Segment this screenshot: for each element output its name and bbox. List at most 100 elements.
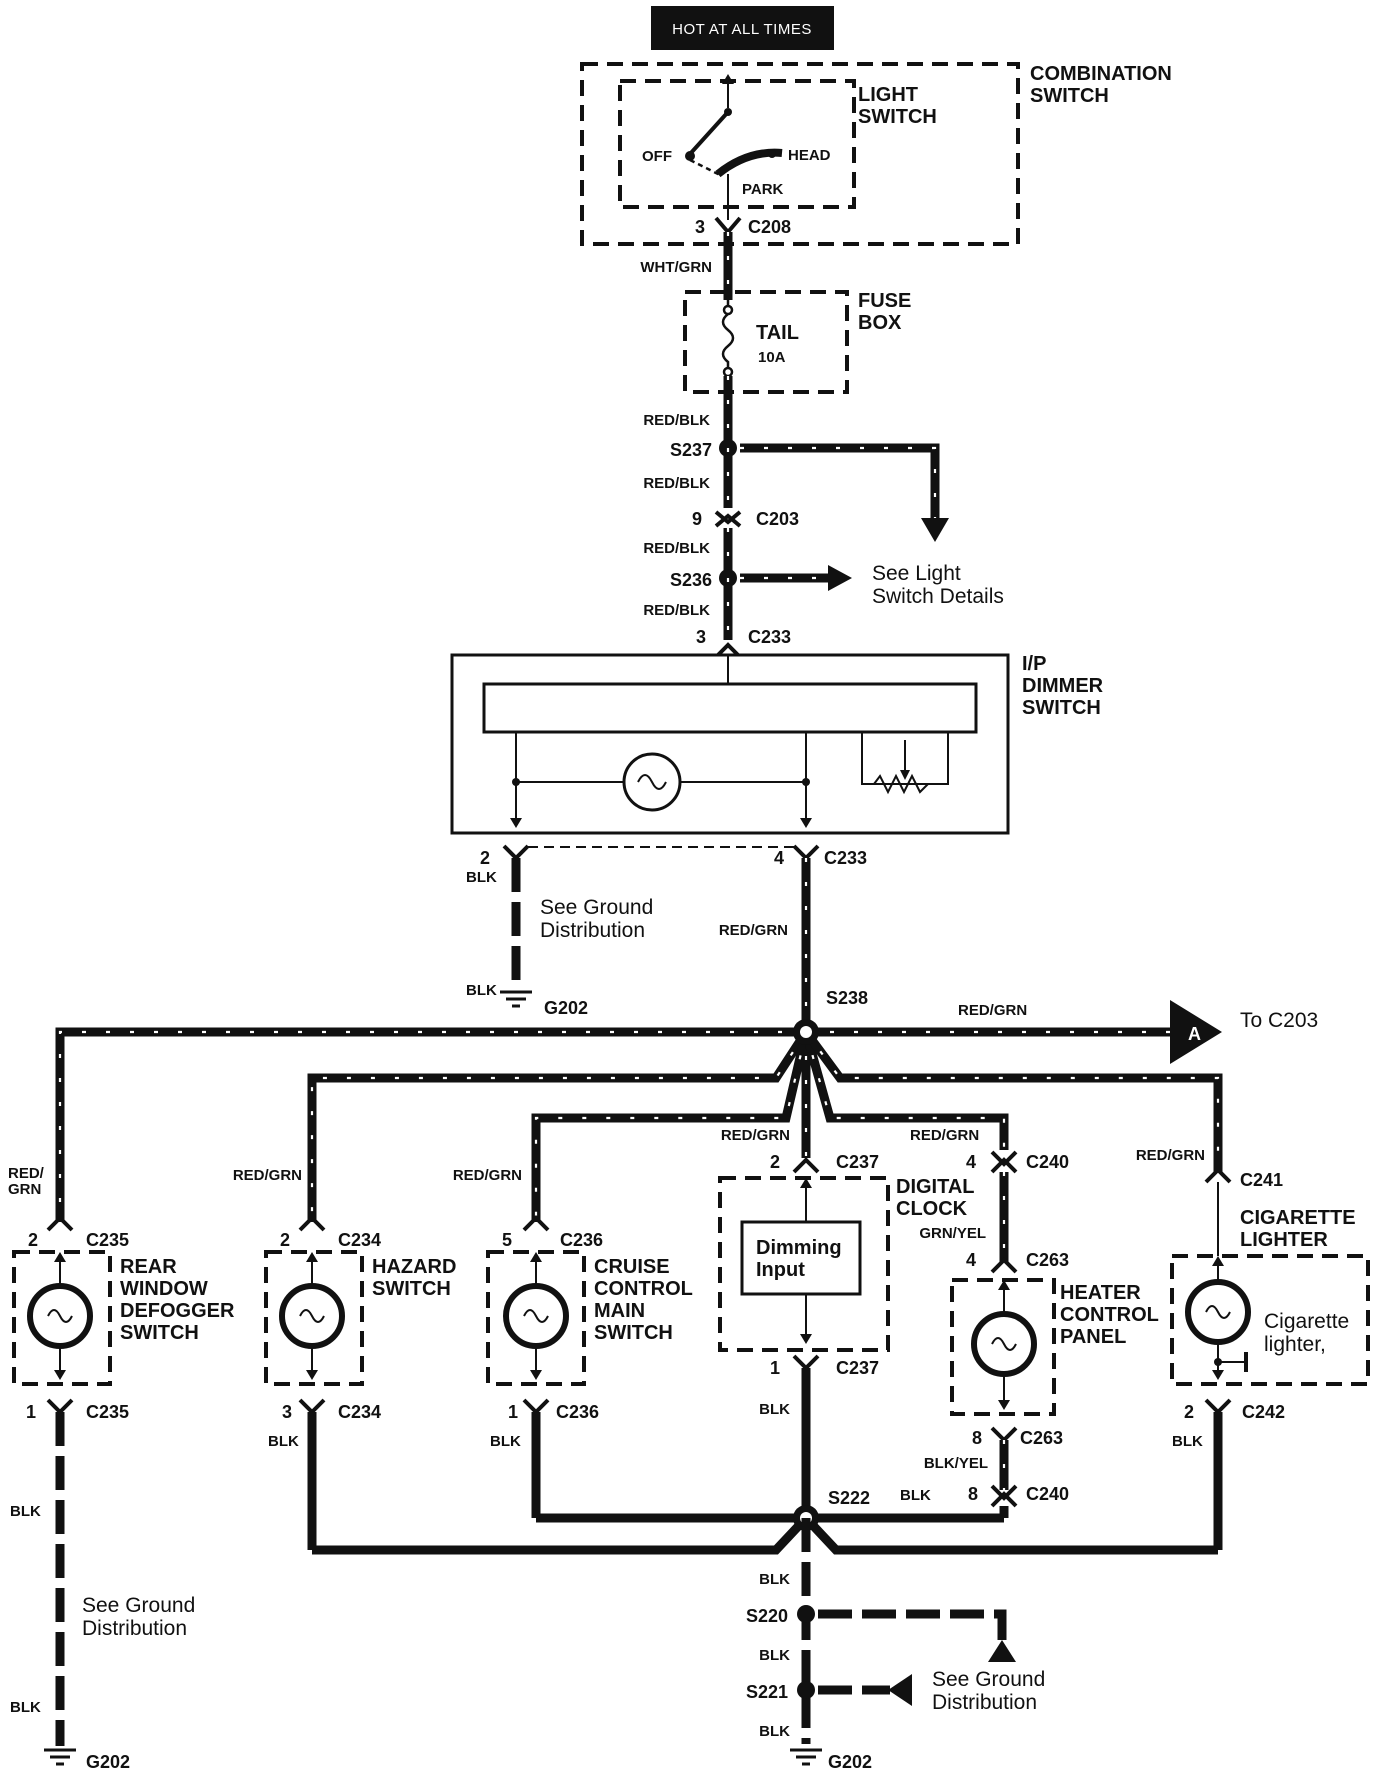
arrow-s221-ground: [888, 1674, 912, 1706]
wire-blk-dimmer: BLK: [466, 869, 497, 886]
wire-blk-clock: BLK: [759, 1401, 790, 1418]
wire-red-grn-main: RED/GRN: [719, 922, 788, 939]
wire-blk-lighter: BLK: [1172, 1433, 1203, 1450]
digital-clock-box: [718, 1176, 890, 1352]
label-g202-bottom: G202: [828, 1752, 872, 1772]
heater-control-panel-box: [950, 1278, 1056, 1416]
arrow-s236-branch: [828, 565, 852, 591]
hot-at-all-times-label: HOT AT ALL TIMES: [672, 21, 812, 38]
wire-red-grn-clock: RED/GRN: [721, 1127, 790, 1144]
label-c235-bottom: C235: [86, 1402, 129, 1422]
wire-blk-g202-top: BLK: [466, 982, 497, 999]
label-c233-bottom: C233: [824, 848, 867, 868]
switch-off-label: OFF: [642, 148, 672, 165]
pin-c235-2: 2: [28, 1230, 38, 1250]
wire-red-grn-cruise: RED/GRN: [453, 1167, 522, 1184]
wire-blk-defogger-1: BLK: [10, 1503, 41, 1520]
wire-red-grn-to-c203: RED/GRN: [958, 1002, 1027, 1019]
wire-blk-s222-s220: BLK: [759, 1571, 790, 1588]
pin-c233-4: 4: [774, 848, 784, 868]
label-s236: S236: [670, 570, 712, 590]
pin-c237-1: 1: [770, 1358, 780, 1378]
pin-c234-3: 3: [282, 1402, 292, 1422]
label-c234-top: C234: [338, 1230, 381, 1250]
pin-c203-9: 9: [692, 509, 702, 529]
wire-blk-s220-s221: BLK: [759, 1647, 790, 1664]
connector-c233-top: [716, 642, 740, 657]
rheostat-icon: [861, 732, 949, 785]
wire-blk-cruise: BLK: [490, 1433, 521, 1450]
wire-red-blk-1: RED/BLK: [643, 412, 710, 429]
fuse-box: [683, 290, 849, 394]
cruise-switch-box: [486, 1250, 586, 1386]
switch-blade: [688, 110, 730, 156]
wire-red-grn-hazard: RED/GRN: [233, 1167, 302, 1184]
splice-s221: [797, 1681, 815, 1699]
pin-c263-8: 8: [972, 1428, 982, 1448]
connector-c208: [714, 216, 742, 236]
wire-red-grn-lighter: RED/GRN: [1136, 1147, 1205, 1164]
pin-c240-8: 8: [968, 1484, 978, 1504]
wire-red-blk-2: RED/BLK: [643, 475, 710, 492]
light-switch-box: [618, 79, 856, 209]
label-c237-top: C237: [836, 1152, 879, 1172]
label-c263-top: C263: [1026, 1250, 1069, 1270]
label-c236-bottom: C236: [556, 1402, 599, 1422]
label-g202-left: G202: [86, 1752, 130, 1772]
combination-switch-box: [580, 62, 1020, 246]
wire-blk-hazard: BLK: [268, 1433, 299, 1450]
switch-head-label: HEAD: [788, 147, 831, 164]
pin-c236-5: 5: [502, 1230, 512, 1250]
hot-at-all-times-box: [651, 6, 834, 50]
switch-off-contact: [685, 151, 695, 161]
wire-wht-grn: WHT/GRN: [640, 259, 712, 276]
label-s222: S222: [828, 1488, 870, 1508]
pin-c236-1: 1: [508, 1402, 518, 1422]
pin-c237-2: 2: [770, 1152, 780, 1172]
pin-c234-2: 2: [280, 1230, 290, 1250]
rear-defogger-switch-box: [12, 1250, 112, 1386]
pin-c233-2: 2: [480, 848, 490, 868]
off-page-connector-a-label: A: [1188, 1024, 1201, 1044]
label-s237: S237: [670, 440, 712, 460]
note-to-c203: To C203: [1240, 1009, 1318, 1032]
wire-blk-defogger-2: BLK: [10, 1699, 41, 1716]
tail-fuse-label: TAIL: [756, 322, 799, 344]
label-c241: C241: [1240, 1170, 1283, 1190]
label-g202-top: G202: [544, 998, 588, 1018]
label-c237-bottom: C237: [836, 1358, 879, 1378]
label-s220: S220: [746, 1606, 788, 1626]
label-c240-top: C240: [1026, 1152, 1069, 1172]
dimming-input-box: [740, 1220, 862, 1296]
pin-c233-3: 3: [696, 627, 706, 647]
splice-s220: [797, 1605, 815, 1623]
wire-red-blk-3: RED/BLK: [643, 540, 710, 557]
label-c236-top: C236: [560, 1230, 603, 1250]
pin-c235-1: 1: [26, 1402, 36, 1422]
wire-red-blk-4: RED/BLK: [643, 602, 710, 619]
switch-park-label: PARK: [742, 181, 784, 198]
label-s238: S238: [826, 988, 868, 1008]
hazard-switch-box: [264, 1250, 364, 1386]
wire-red-grn-defogger: RED/GRN: [8, 1165, 45, 1198]
pin-c240-4: 4: [966, 1152, 976, 1172]
wire-red-grn-heater: RED/GRN: [910, 1127, 979, 1144]
label-c233-top: C233: [748, 627, 791, 647]
label-c235-top: C235: [86, 1230, 129, 1250]
tail-fuse-amp: 10A: [758, 349, 786, 366]
label-c240-bottom: C240: [1026, 1484, 1069, 1504]
cigarette-lighter-box: [1170, 1254, 1370, 1386]
label-c203: C203: [756, 509, 799, 529]
